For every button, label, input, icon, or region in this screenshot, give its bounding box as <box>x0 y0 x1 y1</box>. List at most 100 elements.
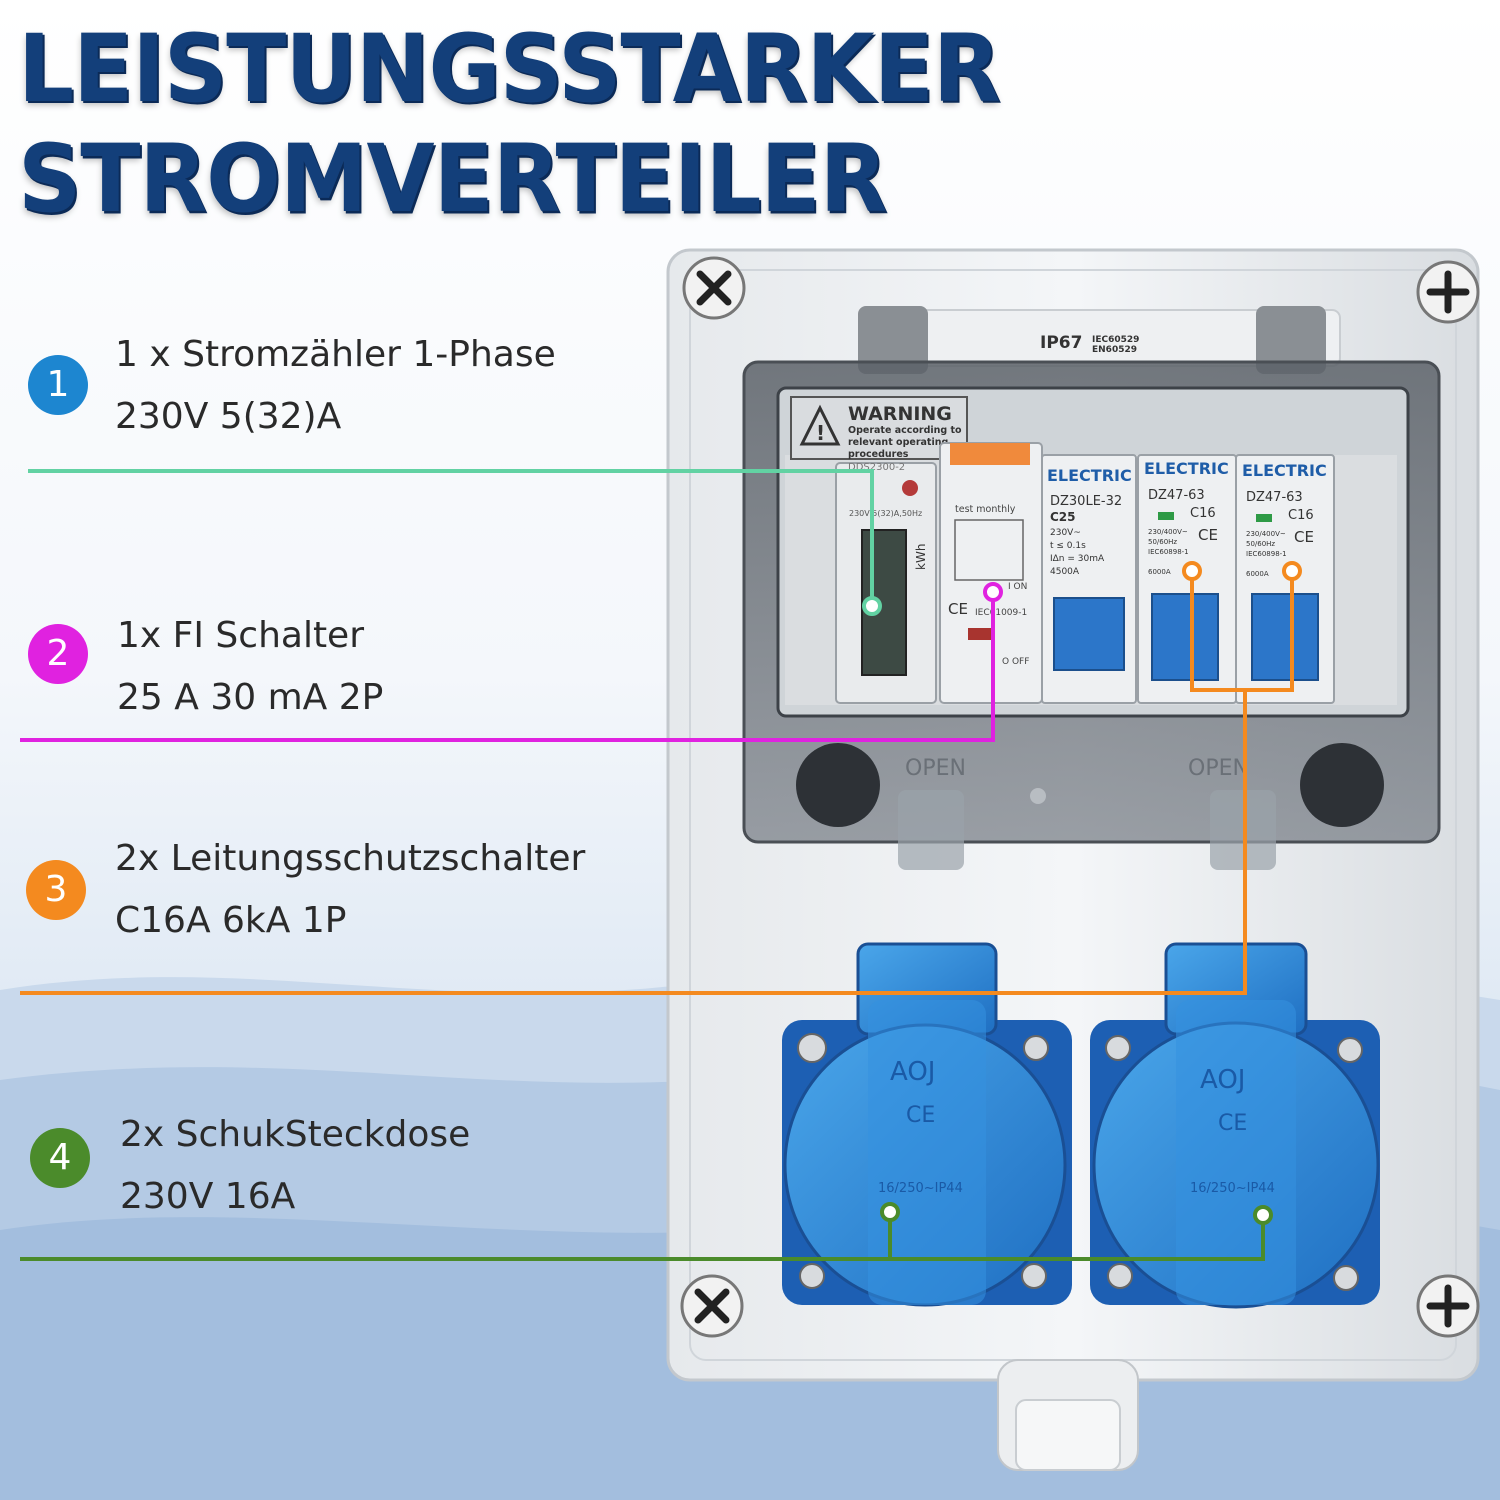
warning-line-3: procedures <box>848 449 909 460</box>
title-line-2: STROMVERTEILER <box>18 124 887 234</box>
cover-knob-right <box>1300 743 1384 827</box>
mcb-1-breaking: 6000A <box>1148 568 1171 576</box>
socket-left-brand: AOJ <box>890 1057 935 1087</box>
feature-line-2: 25 A 30 mA 2P <box>117 677 384 718</box>
socket-right-brand: AOJ <box>1200 1065 1245 1095</box>
feature-line-2: 230V 16A <box>120 1176 296 1217</box>
feature-line-1: 2x SchukSteckdose <box>120 1114 471 1155</box>
schuko-socket-right: AOJ CE 16/250~IP44 <box>1090 942 1380 1309</box>
ce-mark-icon: CE <box>906 1103 935 1128</box>
open-label-right: OPEN <box>1188 756 1249 781</box>
rcd-on-label: I ON <box>1008 582 1027 592</box>
hinge-right <box>1256 306 1326 374</box>
warning-icon-mark: ! <box>816 421 825 445</box>
warning-icon <box>799 404 841 446</box>
feature-line-2: C16A 6kA 1P <box>115 900 347 941</box>
circuit-breaker-2: ELECTRIC DZ47-63 C16 230/400V~ 50/60Hz I… <box>1235 454 1335 704</box>
screw-icon <box>1107 1263 1133 1289</box>
callout-line-1 <box>28 469 882 616</box>
meter-rating: 230V 5(32)A,50Hz <box>849 509 922 518</box>
feature-line-1: 2x Leitungsschutzschalter <box>115 838 586 879</box>
rcd-time: t ≤ 0.1s <box>1050 541 1086 551</box>
cover-standards-1: IEC60529 <box>1092 335 1139 345</box>
screw-icon <box>682 256 746 320</box>
mcb-1-standard: IEC60898-1 <box>1148 548 1189 556</box>
meter-unit: kWh <box>914 544 928 570</box>
mcb-2-rating: C16 <box>1288 508 1314 523</box>
feature-line-1: 1 x Stromzähler 1-Phase <box>115 334 556 375</box>
screw-icon <box>1416 260 1480 324</box>
rcd-schematic <box>954 519 1024 581</box>
hinge-left <box>858 306 928 374</box>
mcb-1-brand: ELECTRIC <box>1144 459 1229 478</box>
rcd-rating: C25 <box>1050 510 1076 524</box>
rcd-test-button <box>950 443 1030 465</box>
meter-model: DDS2300-2 <box>848 462 905 473</box>
cable-gland-nut <box>1015 1399 1121 1471</box>
socket-left-rating: 16/250~IP44 <box>878 1181 963 1196</box>
rcd-brand: ELECTRIC <box>1047 466 1132 485</box>
socket-right-rating: 16/250~IP44 <box>1190 1181 1275 1196</box>
meter-led <box>902 480 918 496</box>
mcb-1-toggle <box>1151 593 1219 681</box>
screw-icon <box>1333 1265 1359 1291</box>
mcb-2-brand: ELECTRIC <box>1242 461 1327 480</box>
mcb-2-indicator <box>1256 514 1272 522</box>
screw-icon <box>1023 1035 1049 1061</box>
mcb-1-voltage: 230/400V~ <box>1148 528 1188 536</box>
mcb-2-freq: 50/60Hz <box>1246 540 1275 548</box>
mcb-2-toggle <box>1251 593 1319 681</box>
screw-icon <box>797 1033 827 1063</box>
cover-latch-left <box>898 790 964 870</box>
warning-line-1: Operate according to <box>848 425 962 436</box>
ce-mark-icon: CE <box>1294 528 1314 546</box>
energy-meter: DDS2300-2 230V 5(32)A,50Hz kWh <box>835 462 937 704</box>
ce-mark-icon: CE <box>1218 1111 1247 1136</box>
ce-mark-icon: CE <box>948 600 968 618</box>
cover-knob-left <box>796 743 880 827</box>
rcd-switch: test monthly I ON IEC61009-1 CE O OFF <box>939 442 1043 704</box>
rcd-toggle <box>1053 597 1125 671</box>
callout-line-2 <box>20 582 1003 742</box>
rcd-model: DZ30LE-32 <box>1050 494 1122 509</box>
warning-line-2: relevant operating <box>848 437 948 448</box>
mcb-1-indicator <box>1158 512 1174 520</box>
mcb-2-breaking: 6000A <box>1246 570 1269 578</box>
ce-mark-icon: CE <box>1198 526 1218 544</box>
callout-line-4 <box>20 1202 1273 1261</box>
rcd-standard: IEC61009-1 <box>975 608 1027 618</box>
feature-badge: 3 <box>26 860 86 920</box>
warning-title: WARNING <box>848 403 952 425</box>
screw-icon <box>1337 1037 1363 1063</box>
mcb-2-model: DZ47-63 <box>1246 490 1303 505</box>
feature-badge: 4 <box>30 1128 90 1188</box>
open-label-left: OPEN <box>905 756 966 781</box>
rcd-voltage: 230V~ <box>1050 528 1081 538</box>
cover-label: IP67 <box>1040 333 1082 353</box>
feature-badge: 1 <box>28 355 88 415</box>
rcd-indicator <box>968 628 992 640</box>
feature-line-1: 1x FI Schalter <box>117 615 365 656</box>
mcb-1-rating: C16 <box>1190 506 1216 521</box>
rcd-breaking: 4500A <box>1050 567 1080 577</box>
callout-line-3 <box>20 561 1302 995</box>
screw-icon <box>799 1263 825 1289</box>
title-line-1: LEISTUNGSSTARKER <box>18 14 1001 124</box>
schuko-socket-left: AOJ CE 16/250~IP44 <box>782 942 1072 1307</box>
rcd-residual: IΔn = 30mA <box>1050 554 1105 564</box>
feature-badge: 2 <box>28 624 88 684</box>
rcd-lever-module: ELECTRIC DZ30LE-32 C25 230V~ t ≤ 0.1s IΔ… <box>1041 454 1137 704</box>
mcb-2-voltage: 230/400V~ <box>1246 530 1286 538</box>
mcb-1-model: DZ47-63 <box>1148 488 1205 503</box>
mcb-2-standard: IEC60898-1 <box>1246 550 1287 558</box>
screw-icon <box>1105 1035 1131 1061</box>
screw-icon <box>1416 1274 1480 1338</box>
page-title: LEISTUNGSSTARKER STROMVERTEILER <box>18 14 1001 234</box>
feature-line-2: 230V 5(32)A <box>115 396 342 437</box>
rcd-test-label: test monthly <box>955 504 1016 515</box>
screw-icon <box>1021 1263 1047 1289</box>
cover-standards-2: EN60529 <box>1092 345 1137 355</box>
rcd-off-label: O OFF <box>1002 657 1029 667</box>
